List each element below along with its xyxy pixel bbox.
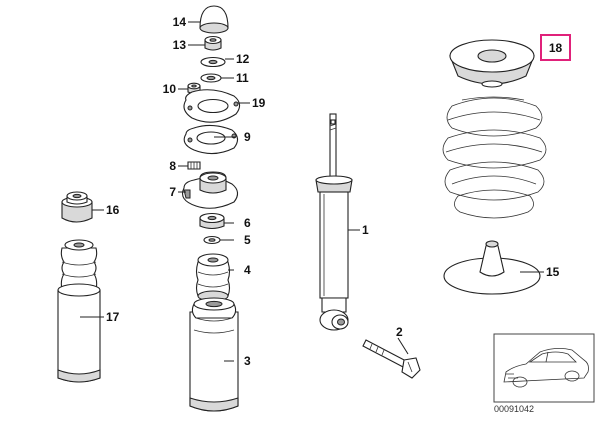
part-coil-spring[interactable] <box>442 96 547 219</box>
part-mount-plate-9[interactable] <box>183 124 239 155</box>
callout-14[interactable]: 14 <box>173 15 187 29</box>
part-spring-pad-18[interactable] <box>449 39 535 88</box>
callout-labels: 14 13 12 11 10 19 9 8 7 16 6 5 4 17 3 1 … <box>106 15 571 368</box>
callout-2[interactable]: 2 <box>396 325 403 339</box>
part-protection-tube-3[interactable] <box>189 297 239 412</box>
leader-lines <box>80 21 544 362</box>
callout-7[interactable]: 7 <box>169 185 176 199</box>
vehicle-thumbnail: 00091042 <box>493 333 595 414</box>
callout-1[interactable]: 1 <box>362 223 369 237</box>
callout-17[interactable]: 17 <box>106 310 120 324</box>
callout-3[interactable]: 3 <box>244 354 251 368</box>
callout-10[interactable]: 10 <box>163 82 177 96</box>
part-cap-14[interactable] <box>199 5 229 34</box>
part-spacer-6[interactable] <box>199 212 225 230</box>
callout-9[interactable]: 9 <box>244 130 251 144</box>
part-washer-11[interactable] <box>200 73 222 83</box>
car-icon <box>503 348 589 388</box>
part-bump-stop-16[interactable] <box>61 191 93 223</box>
callout-4[interactable]: 4 <box>244 263 251 277</box>
callout-18-highlight-box <box>540 34 571 61</box>
callout-12[interactable]: 12 <box>236 52 250 66</box>
part-bolt-2[interactable] <box>362 339 421 379</box>
part-washer-12[interactable] <box>200 56 226 68</box>
part-shock-absorber-1[interactable] <box>315 113 353 331</box>
callout-19[interactable]: 19 <box>252 96 266 110</box>
part-protection-tube-17[interactable] <box>57 239 101 383</box>
callout-11[interactable]: 11 <box>236 71 249 85</box>
callout-5[interactable]: 5 <box>244 233 251 247</box>
part-gasket-19[interactable] <box>183 89 241 123</box>
callout-16[interactable]: 16 <box>106 203 120 217</box>
part-bump-stop-4[interactable] <box>195 253 231 302</box>
callout-15[interactable]: 15 <box>546 265 560 279</box>
part-support-bearing-7[interactable] <box>181 171 239 209</box>
diagram-code: 00091042 <box>494 404 534 414</box>
part-nut-13[interactable] <box>204 35 222 51</box>
callout-8[interactable]: 8 <box>169 159 176 173</box>
part-washer-5[interactable] <box>203 235 221 245</box>
callout-6[interactable]: 6 <box>244 216 251 230</box>
part-spring-pad-15[interactable] <box>443 240 541 295</box>
callout-13[interactable]: 13 <box>173 38 187 52</box>
part-stud-8[interactable] <box>187 161 201 170</box>
callout-18[interactable]: 18 <box>549 41 563 55</box>
